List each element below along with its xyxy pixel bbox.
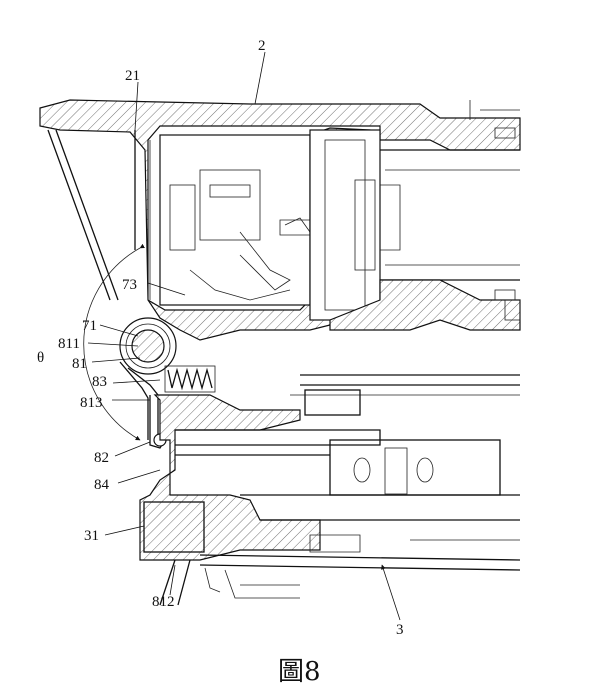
label-84: 84 (94, 477, 110, 493)
label-71: 71 (82, 318, 97, 334)
label-21: 21 (125, 68, 140, 84)
angle-arc (83, 243, 145, 441)
front-guard (47, 129, 151, 301)
lower-body (139, 374, 521, 606)
label-83: 83 (92, 374, 107, 390)
label-812: 812 (152, 594, 175, 610)
upper-housing (39, 99, 521, 341)
label-813: 813 (80, 395, 103, 411)
reference-labels: 2 21 73 71 811 θ 81 83 813 82 84 31 812 … (37, 38, 404, 638)
label-31: 31 (84, 528, 99, 544)
figure-caption: 圖8 (278, 657, 321, 687)
label-82: 82 (94, 450, 109, 466)
latch-pivot (119, 317, 177, 440)
label-2: 2 (258, 38, 266, 54)
label-theta: θ (37, 350, 44, 366)
label-73: 73 (122, 277, 137, 293)
spring (164, 365, 216, 393)
label-3: 3 (396, 622, 404, 638)
label-81: 81 (72, 356, 87, 372)
leader-lines (87, 51, 401, 621)
label-811: 811 (58, 336, 80, 352)
